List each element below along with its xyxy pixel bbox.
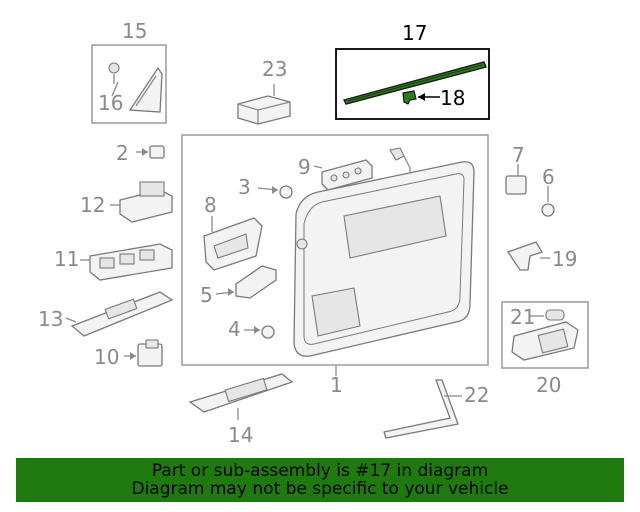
callout-18: 18 xyxy=(440,86,465,110)
part-3-screw[interactable] xyxy=(257,185,293,199)
part-4-screw[interactable] xyxy=(244,325,275,339)
part-9-switch-panel[interactable] xyxy=(313,147,411,191)
group-box-1 xyxy=(181,134,489,366)
part-12-switch[interactable] xyxy=(110,181,173,223)
part-2-clip[interactable] xyxy=(136,145,165,159)
callout-19: 19 xyxy=(552,247,577,271)
banner-line-2: Diagram may not be specific to your vehi… xyxy=(131,479,509,499)
part-8-handle-bracket[interactable] xyxy=(203,216,263,271)
part-13-bezel[interactable] xyxy=(65,291,174,337)
callout-2: 2 xyxy=(116,141,129,165)
group-box-15 xyxy=(91,44,167,124)
part-5-handle[interactable] xyxy=(215,265,277,299)
callout-20: 20 xyxy=(536,373,561,397)
banner-line-1: Part or sub-assembly is #17 in diagram xyxy=(151,461,489,481)
callout-3: 3 xyxy=(238,175,251,199)
callout-15: 15 xyxy=(122,19,147,43)
part-1-door-trim-panel[interactable] xyxy=(293,161,475,376)
callout-10: 10 xyxy=(94,345,119,369)
part-19-bracket[interactable] xyxy=(506,241,550,271)
callout-12: 12 xyxy=(80,193,105,217)
callout-13: 13 xyxy=(38,307,63,331)
callout-5: 5 xyxy=(200,283,213,307)
part-11-master-switch[interactable] xyxy=(80,243,173,281)
callout-6: 6 xyxy=(542,165,555,189)
group-box-20 xyxy=(501,301,589,369)
callout-16: 16 xyxy=(98,91,123,115)
callout-11: 11 xyxy=(54,247,79,271)
part-10-switch[interactable] xyxy=(124,339,163,367)
callout-17: 17 xyxy=(402,21,427,45)
callout-22: 22 xyxy=(464,383,489,407)
info-banner: Part or sub-assembly is #17 in diagram D… xyxy=(16,458,624,502)
group-box-17 xyxy=(335,48,490,120)
callout-8: 8 xyxy=(204,193,217,217)
part-6-screw[interactable] xyxy=(541,186,555,217)
callout-21: 21 xyxy=(510,305,535,329)
part-21-lamp[interactable] xyxy=(530,309,565,321)
part-20-pocket[interactable] xyxy=(511,321,579,361)
callout-7: 7 xyxy=(512,143,525,167)
part-22-garnish[interactable] xyxy=(383,379,462,439)
part-18-clip[interactable] xyxy=(402,90,440,105)
part-23-module[interactable] xyxy=(237,84,291,125)
part-17-weatherstrip[interactable] xyxy=(342,61,487,105)
callout-9: 9 xyxy=(298,155,311,179)
part-14-bezel[interactable] xyxy=(188,373,294,420)
part-7-cap[interactable] xyxy=(505,164,527,195)
callout-1: 1 xyxy=(330,373,343,397)
callout-4: 4 xyxy=(228,317,241,341)
part-16-corner-cover[interactable] xyxy=(108,62,163,113)
callout-23: 23 xyxy=(262,57,287,81)
callout-14: 14 xyxy=(228,423,253,447)
